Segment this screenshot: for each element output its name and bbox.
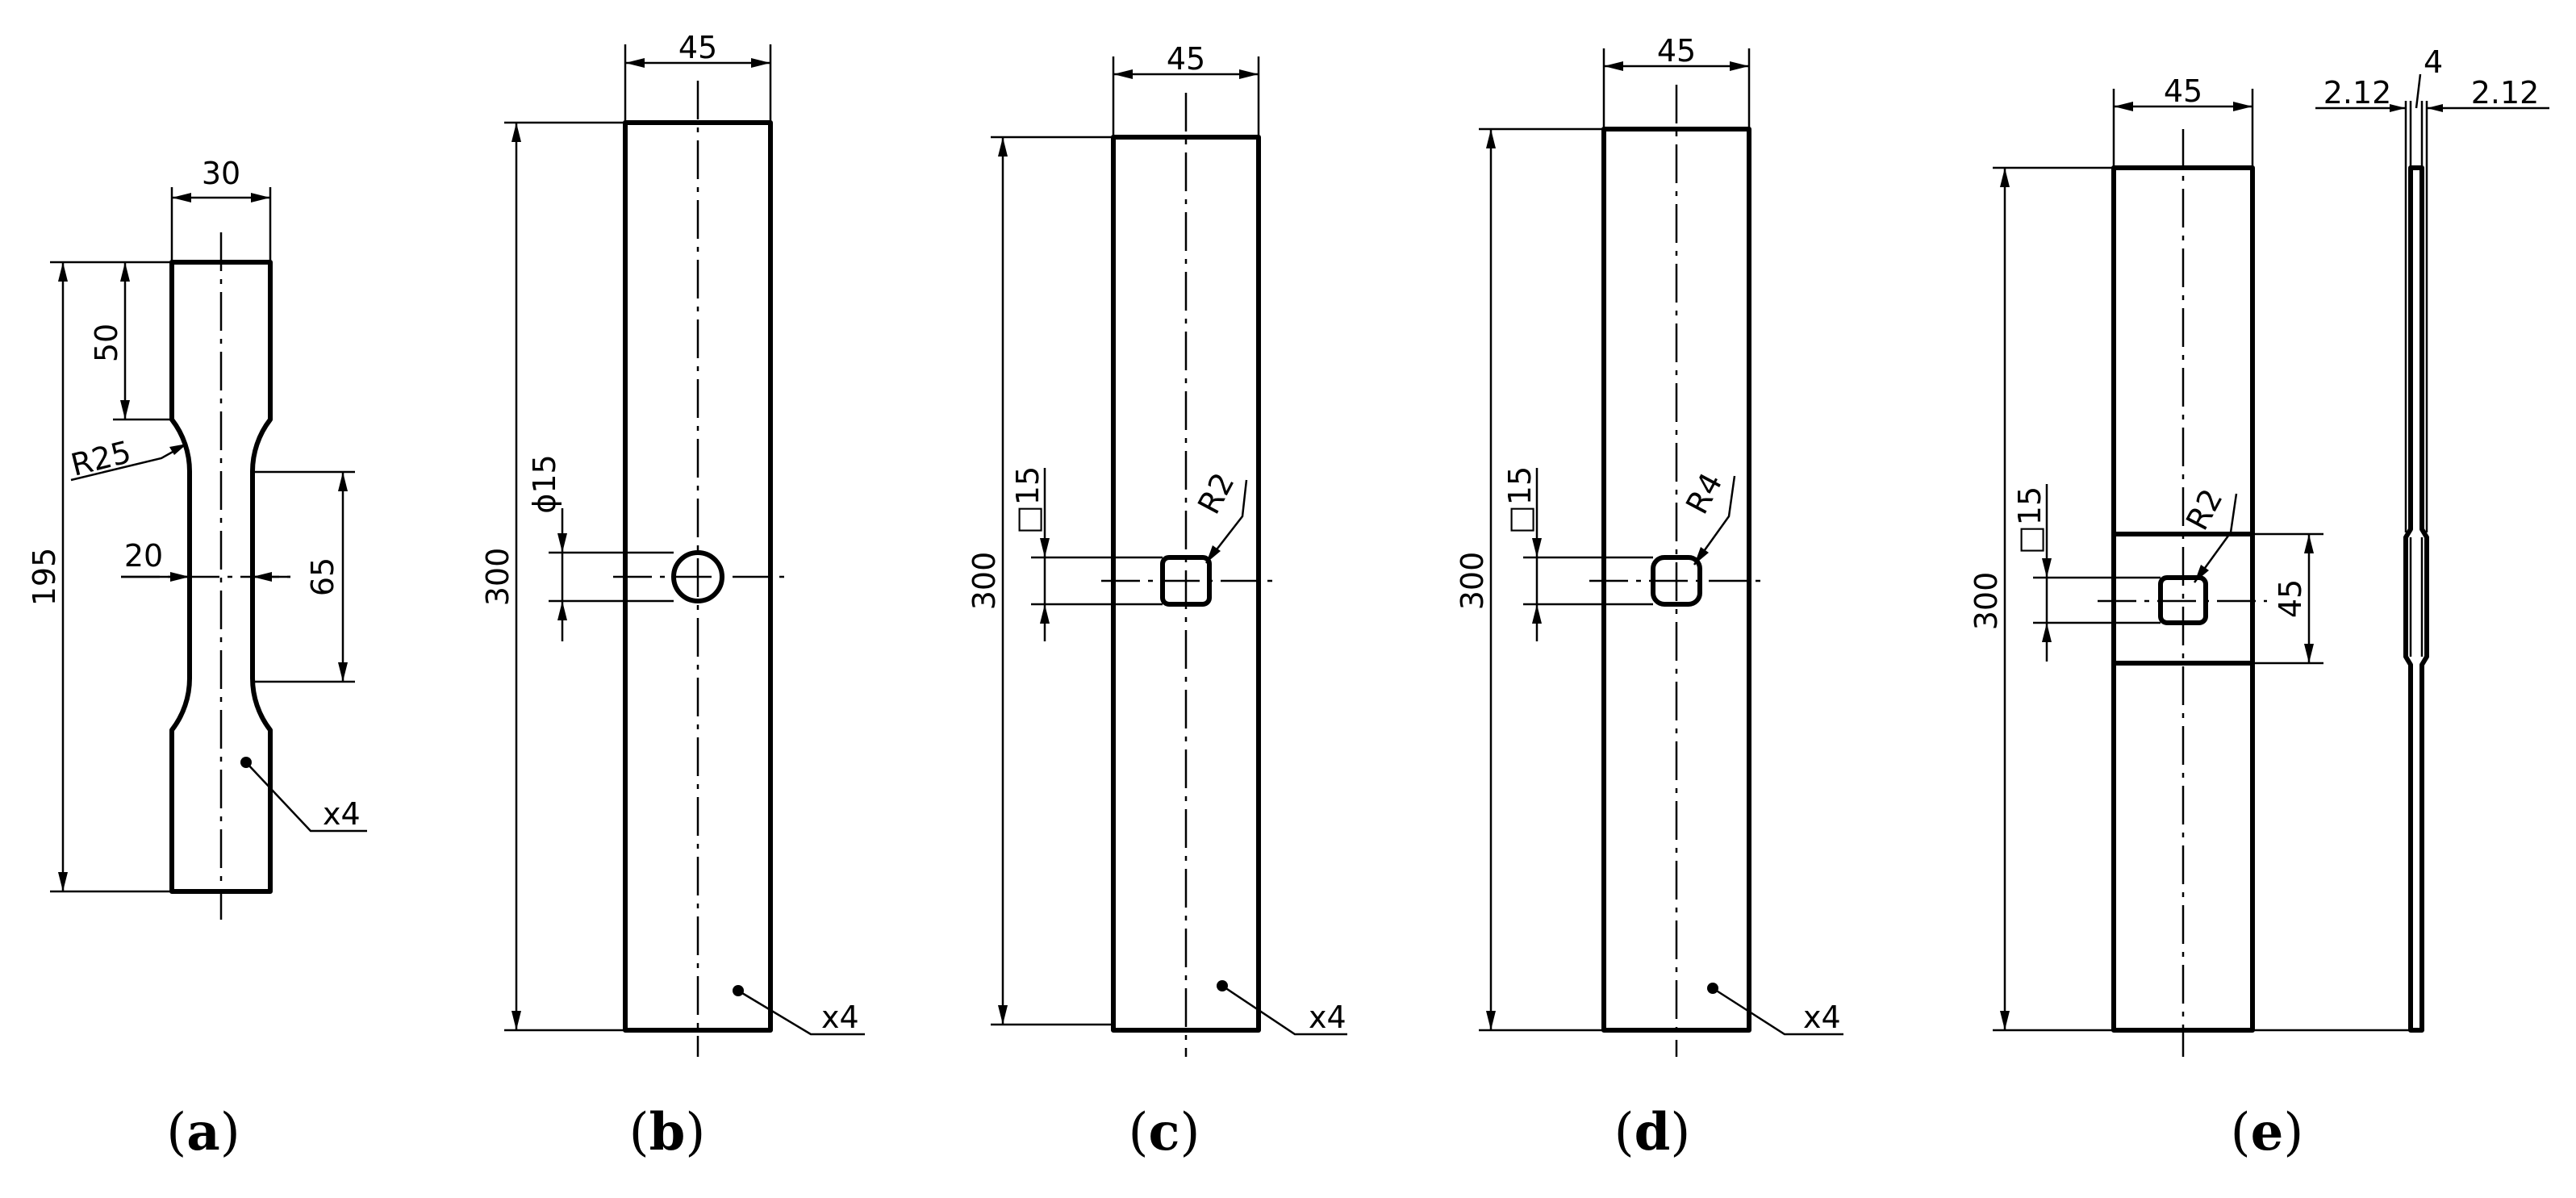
radius-leader: R25 xyxy=(68,434,188,483)
quantity-label: x4 xyxy=(1309,1000,1346,1035)
length-dimension: 300 xyxy=(1455,127,1604,1032)
width-label: 45 xyxy=(1657,33,1696,69)
panel-a: 30 195 50 R25 20 xyxy=(27,156,367,1163)
core-label: 4 xyxy=(2424,44,2443,80)
radius-label: R4 xyxy=(1679,467,1730,520)
width-dimension: 45 xyxy=(624,30,772,123)
length-dimension: 300 xyxy=(1969,166,2114,1032)
square-hole xyxy=(1651,555,1702,607)
width-label: 45 xyxy=(1167,41,1205,77)
panel-b: 45 300 ϕ15 x4 (b) xyxy=(480,30,865,1163)
right-layer-label: 2.12 xyxy=(2471,75,2540,111)
quantity-callout: x4 xyxy=(733,985,865,1036)
width-label: 45 xyxy=(678,30,717,65)
dogbone-outline xyxy=(169,260,273,894)
quantity-label: x4 xyxy=(323,796,361,832)
caption-e: (e) xyxy=(2231,1102,2304,1163)
shoulder-dimension: 50 xyxy=(89,262,172,421)
caption-b: (b) xyxy=(629,1102,706,1163)
panel-e: 45 300 □15 R2 45 xyxy=(1969,44,2549,1163)
caption-a: (a) xyxy=(166,1102,240,1163)
width-dimension: 45 xyxy=(2112,73,2254,168)
length-label: 300 xyxy=(480,548,516,607)
hole-label: □15 xyxy=(2012,486,2048,554)
thickness-dimension: 2.12 4 2.12 xyxy=(2315,44,2549,532)
length-dimension: 195 xyxy=(27,261,172,893)
quantity-label: x4 xyxy=(821,1000,859,1035)
plate-outline xyxy=(1111,135,1261,1033)
length-label: 300 xyxy=(967,552,1002,611)
length-label: 195 xyxy=(27,548,62,607)
gauge-width-label: 20 xyxy=(124,538,163,574)
hole-dimension: □15 xyxy=(1502,466,1653,641)
width-label: 45 xyxy=(2164,73,2202,109)
radius-label: R2 xyxy=(1191,467,1242,520)
radius-leader: R4 xyxy=(1679,467,1736,566)
hole-dimension: ϕ15 xyxy=(527,454,674,641)
hole-label: □15 xyxy=(1502,466,1538,534)
radius-label: R25 xyxy=(68,434,135,483)
quantity-callout: x4 xyxy=(1707,983,1843,1036)
radius-label: R2 xyxy=(2179,483,2230,536)
radius-leader: R2 xyxy=(1191,467,1248,564)
quantity-label: x4 xyxy=(1803,1000,1841,1035)
gauge-length-dimension: 65 xyxy=(253,470,355,683)
left-layer-label: 2.12 xyxy=(2323,75,2392,111)
panel-d: 45 300 □15 R4 x4 (d) xyxy=(1455,33,1843,1163)
panel-c: 45 300 □15 R2 x4 (c) xyxy=(967,41,1347,1163)
hole-dimension: □15 xyxy=(2012,484,2161,662)
square-hole xyxy=(2158,575,2208,625)
circular-hole xyxy=(671,550,724,603)
width-label: 30 xyxy=(202,156,240,191)
length-dimension: 300 xyxy=(967,136,1113,1026)
gauge-length-label: 65 xyxy=(305,557,340,596)
width-dimension: 45 xyxy=(1602,33,1751,129)
patch-dimension: 45 xyxy=(2252,532,2323,665)
length-label: 300 xyxy=(1455,552,1490,611)
hole-label: □15 xyxy=(1010,466,1046,534)
square-hole xyxy=(1160,555,1212,607)
width-dimension: 30 xyxy=(170,156,272,262)
caption-d: (d) xyxy=(1614,1102,1691,1163)
gauge-width-dimension: 20 xyxy=(121,538,290,582)
shoulder-label: 50 xyxy=(89,324,124,362)
hole-dimension: □15 xyxy=(1010,466,1163,641)
width-dimension: 45 xyxy=(1112,41,1260,137)
caption-c: (c) xyxy=(1129,1102,1200,1163)
length-dimension: 300 xyxy=(480,121,625,1032)
length-label: 300 xyxy=(1969,572,2004,631)
quantity-callout: x4 xyxy=(1217,980,1347,1036)
patch-label: 45 xyxy=(2273,579,2308,618)
quantity-callout: x4 xyxy=(240,757,367,833)
hole-label: ϕ15 xyxy=(527,454,562,513)
side-view-outline xyxy=(2403,165,2429,1033)
